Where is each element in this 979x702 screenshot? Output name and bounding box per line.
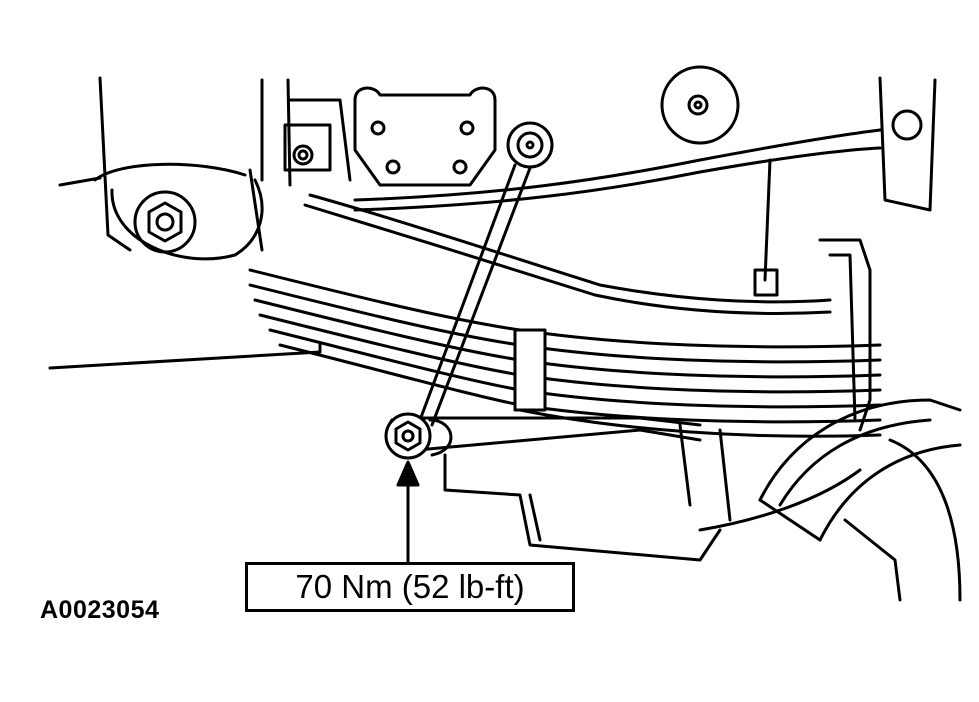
leaf-spring — [248, 268, 882, 522]
brake-rotor — [758, 398, 962, 602]
callout-arrow — [396, 460, 420, 567]
stabilizer-link — [418, 121, 554, 427]
stabilizer-bar-arm — [384, 412, 702, 460]
frame-bracket — [48, 76, 352, 370]
figure-id-label: A0023054 — [40, 596, 160, 624]
torque-callout: 70 Nm (52 lb-ft) — [245, 562, 575, 612]
link-nut — [394, 420, 422, 452]
torque-label: 70 Nm (52 lb-ft) — [295, 568, 525, 605]
brake-cable — [303, 158, 872, 432]
lower-housing — [443, 453, 862, 562]
upper-mount-plate — [283, 86, 497, 187]
axle-housing — [353, 65, 937, 212]
spring-eye-bolt — [133, 190, 197, 254]
